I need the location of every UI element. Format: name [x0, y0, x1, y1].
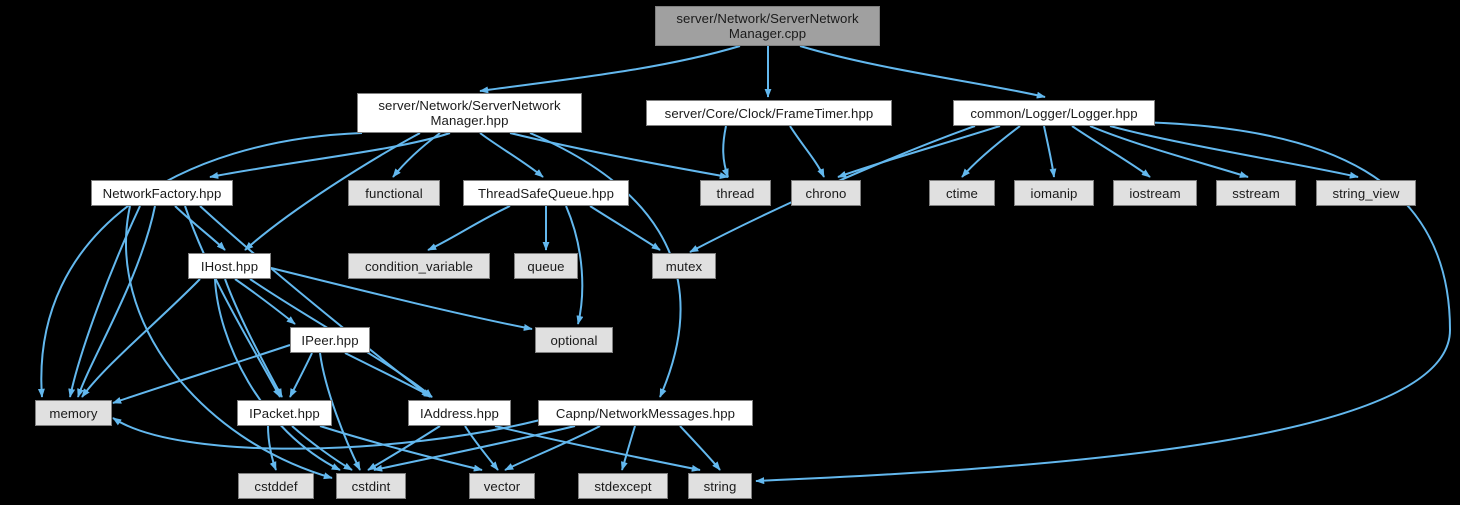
- graph-node-ctime[interactable]: ctime: [929, 180, 995, 206]
- edge-ipeer-to-ipacket: [289, 352, 313, 398]
- edge-frametimer-to-chrono: [789, 125, 825, 178]
- graph-node-snmhpp[interactable]: server/Network/ServerNetwork Manager.hpp: [357, 93, 582, 133]
- graph-node-logger[interactable]: common/Logger/Logger.hpp: [953, 100, 1155, 126]
- edge-ihost-to-memory: [81, 278, 201, 398]
- graph-node-iostream[interactable]: iostream: [1113, 180, 1197, 206]
- edge-snmhpp-to-netfactory: [209, 132, 451, 179]
- graph-node-iaddress[interactable]: IAddress.hpp: [408, 400, 511, 426]
- edge-capnp-to-cstdint: [373, 425, 576, 472]
- edge-capnp-to-stdexcept: [621, 425, 636, 471]
- edge-netfactory-to-ihost: [174, 205, 226, 251]
- edge-tsqueue-to-mutex: [589, 205, 661, 251]
- edge-netfactory-to-memory: [77, 205, 156, 398]
- edge-root-to-snmhpp: [479, 45, 741, 94]
- graph-node-stdexcept[interactable]: stdexcept: [578, 473, 668, 499]
- graph-node-memory[interactable]: memory: [35, 400, 112, 426]
- edge-iaddress-to-vector: [464, 425, 499, 471]
- graph-node-thread[interactable]: thread: [700, 180, 771, 206]
- edge-ipeer-to-iaddress: [344, 352, 433, 398]
- edge-iaddress-to-string: [494, 425, 701, 472]
- edge-snmhpp-to-tsqueue: [479, 132, 544, 178]
- graph-node-queue[interactable]: queue: [514, 253, 578, 279]
- edge-logger-to-chrono: [837, 125, 1001, 178]
- edge-iaddress-to-cstdint: [367, 425, 441, 471]
- graph-node-capnp[interactable]: Capnp/NetworkMessages.hpp: [538, 400, 753, 426]
- graph-node-frametimer[interactable]: server/Core/Clock/FrameTimer.hpp: [646, 100, 892, 126]
- graph-node-netfactory[interactable]: NetworkFactory.hpp: [91, 180, 233, 206]
- edge-netfactory-to-memory: [68, 205, 141, 398]
- edge-ipacket-to-cstddef: [267, 425, 277, 471]
- edge-tsqueue-to-condvar: [427, 205, 511, 251]
- graph-node-functional[interactable]: functional: [348, 180, 440, 206]
- graph-node-ipacket[interactable]: IPacket.hpp: [237, 400, 332, 426]
- graph-node-chrono[interactable]: chrono: [791, 180, 861, 206]
- graph-node-cstdint[interactable]: cstdint: [336, 473, 406, 499]
- edge-ihost-to-ipeer: [234, 278, 296, 325]
- graph-node-optional[interactable]: optional: [535, 327, 613, 353]
- graph-node-string[interactable]: string: [688, 473, 752, 499]
- graph-node-ihost[interactable]: IHost.hpp: [188, 253, 271, 279]
- graph-node-mutex[interactable]: mutex: [652, 253, 716, 279]
- edge-logger-to-stringview: [1109, 125, 1359, 179]
- edge-netfactory-to-ipacket: [184, 205, 281, 398]
- edge-logger-to-sstream: [1089, 125, 1249, 178]
- edge-ipacket-to-vector: [319, 425, 483, 472]
- edge-logger-to-iomanip: [1043, 125, 1057, 178]
- graph-node-condvar[interactable]: condition_variable: [348, 253, 490, 279]
- graph-node-stringview[interactable]: string_view: [1316, 180, 1416, 206]
- graph-node-sstream[interactable]: sstream: [1216, 180, 1296, 206]
- graph-node-iomanip[interactable]: iomanip: [1014, 180, 1094, 206]
- edge-frametimer-to-thread: [721, 125, 729, 178]
- edge-capnp-to-string: [679, 425, 721, 471]
- edge-netfactory-to-iaddress: [199, 205, 431, 398]
- edge-ipacket-to-cstdint: [291, 425, 353, 471]
- edge-root-to-logger: [799, 45, 1046, 99]
- edge-ipeer-to-memory: [112, 344, 291, 404]
- edge-logger-to-iostream: [1071, 125, 1151, 178]
- edge-ihost-to-ipacket: [224, 278, 283, 398]
- graph-node-root[interactable]: server/Network/ServerNetwork Manager.cpp: [655, 6, 880, 46]
- edge-snmhpp-to-thread: [509, 132, 729, 180]
- edge-logger-to-ctime: [961, 125, 1021, 178]
- edge-snmhpp-to-functional: [392, 132, 441, 178]
- graph-node-ipeer[interactable]: IPeer.hpp: [290, 327, 370, 353]
- edge-capnp-to-vector: [504, 425, 601, 471]
- edge-logger-to-string: [755, 121, 1452, 485]
- edge-ihost-to-cstdint: [214, 278, 341, 471]
- graph-node-tsqueue[interactable]: ThreadSafeQueue.hpp: [463, 180, 629, 206]
- graph-node-vector[interactable]: vector: [469, 473, 535, 499]
- graph-node-cstddef[interactable]: cstddef: [238, 473, 314, 499]
